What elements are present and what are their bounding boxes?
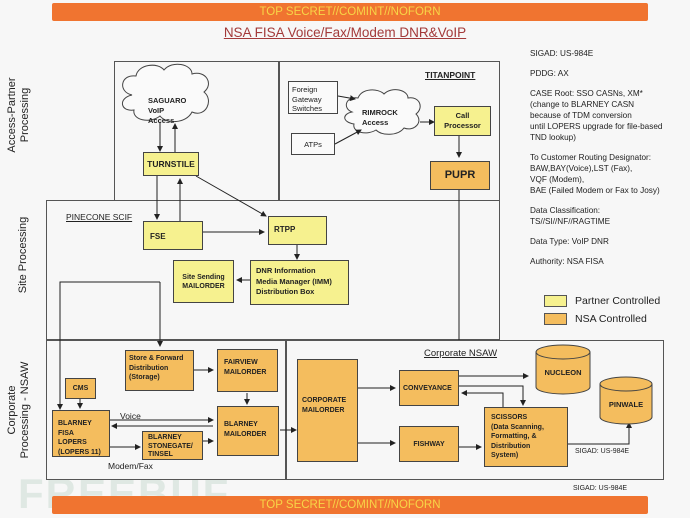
fse-node[interactable]: FSE <box>143 221 203 250</box>
corporate-nsaw-label: Corporate NSAW <box>424 348 498 359</box>
legend-swatch-nsa <box>544 313 567 325</box>
edge-foreigngw-rimrock <box>337 95 356 102</box>
modem-fax-edge-label: Modem/Fax <box>108 461 153 471</box>
corporate-mailorder-node[interactable]: CORPORATE MAILORDER <box>297 359 358 462</box>
legend-label-partner: Partner Controlled <box>575 295 661 307</box>
pinwale-node[interactable]: PINWALE <box>608 400 644 409</box>
note-authority: Authority: NSA FISA <box>530 257 604 266</box>
fishway-node[interactable]: FISHWAY <box>399 426 459 462</box>
titanpoint-label: TITANPOINT <box>425 70 476 80</box>
note-classification: Data Classification: TS//SI//NF//RAGTIME <box>530 206 611 226</box>
blarney-fisa-lopers-node[interactable]: BLARNEY FISA LOPERS (LOPERS 11) <box>52 410 110 457</box>
dnr-imm-node[interactable]: DNR Information Media Manager (IMM) Dist… <box>250 260 349 305</box>
saguaro-node: SAGUARO VoIP Access <box>148 96 187 125</box>
corporate-left-frame <box>46 340 286 480</box>
note-routing: To Customer Routing Designator: BAW,BAY(… <box>530 153 660 195</box>
legend-nsa-controlled: NSA Controlled <box>544 313 647 325</box>
notes-panel: SIGAD: US-984E PDDG: AX CASE Root: SSO C… <box>530 48 690 276</box>
pinecone-label: PINECONE SCIF <box>66 212 133 222</box>
nucleon-cylinder <box>535 344 591 395</box>
legend-swatch-partner <box>544 295 567 307</box>
saguaro-cloud <box>122 63 209 122</box>
edge-scissors-pinwale <box>568 422 632 445</box>
note-pddg: PDDG: AX <box>530 69 569 78</box>
nucleon-node[interactable]: NUCLEON <box>544 368 582 377</box>
fairview-mailorder-node[interactable]: FAIRVIEW MAILORDER <box>217 349 278 392</box>
pinecone-frame <box>46 200 500 340</box>
note-case-root: CASE Root: SSO CASNs, XM* (change to BLA… <box>530 89 663 142</box>
corporate-nsaw-frame <box>286 340 664 480</box>
edge-atps-rimrock <box>334 129 362 145</box>
legend-partner-controlled: Partner Controlled <box>544 295 660 307</box>
diagram-title: NSA FISA Voice/Fax/Modem DNR&VoIP <box>223 25 467 40</box>
site-sending-mailorder-node[interactable]: Site Sending MAILORDER <box>173 260 234 303</box>
call-processor-node[interactable]: Call Processor <box>434 106 491 136</box>
conveyance-node[interactable]: CONVEYANCE <box>399 370 459 406</box>
scissors-sigad-label: SIGAD: US-984E <box>575 448 630 455</box>
edge-sitesending-blarneyfisa <box>57 281 160 410</box>
edge-conveyance-scissors <box>459 385 526 406</box>
classification-banner-top: TOP SECRET//COMINT//NOFORN <box>52 3 648 21</box>
edge-scissors-conveyance <box>461 390 504 407</box>
foreign-gateway-node[interactable]: Foreign Gateway Switches <box>288 81 338 114</box>
rtpp-node[interactable]: RTPP <box>268 216 327 245</box>
blarney-mailorder-node[interactable]: BLARNEY MAILORDER <box>217 406 279 456</box>
edge-turnstile-rtpp <box>195 175 267 217</box>
pinwale-cylinder <box>599 376 653 425</box>
note-data-type: Data Type: VoIP DNR <box>530 237 609 246</box>
classification-banner-bottom: TOP SECRET//COMINT//NOFORN <box>52 496 648 514</box>
legend-label-nsa: NSA Controlled <box>575 313 647 325</box>
atps-node[interactable]: ATPs <box>291 133 335 155</box>
store-forward-node[interactable]: Store & Forward Distribution (Storage) <box>125 350 194 391</box>
rimrock-node: RIMROCK Access <box>362 108 398 127</box>
note-sigad: SIGAD: US-984E <box>530 49 594 58</box>
pupr-node[interactable]: PUPR <box>430 161 490 190</box>
blarney-stonegate-tinsel-node[interactable]: BLARNEY STONEGATE/ TINSEL <box>142 431 203 460</box>
scissors-node[interactable]: SCISSORS (Data Scanning, Formatting, & D… <box>484 407 568 467</box>
cms-node[interactable]: CMS <box>65 378 96 399</box>
turnstile-node[interactable]: TURNSTILE <box>143 152 199 176</box>
voice-edge-label: Voice <box>120 411 141 421</box>
footer-sigad: SIGAD: US-984E <box>573 485 628 492</box>
